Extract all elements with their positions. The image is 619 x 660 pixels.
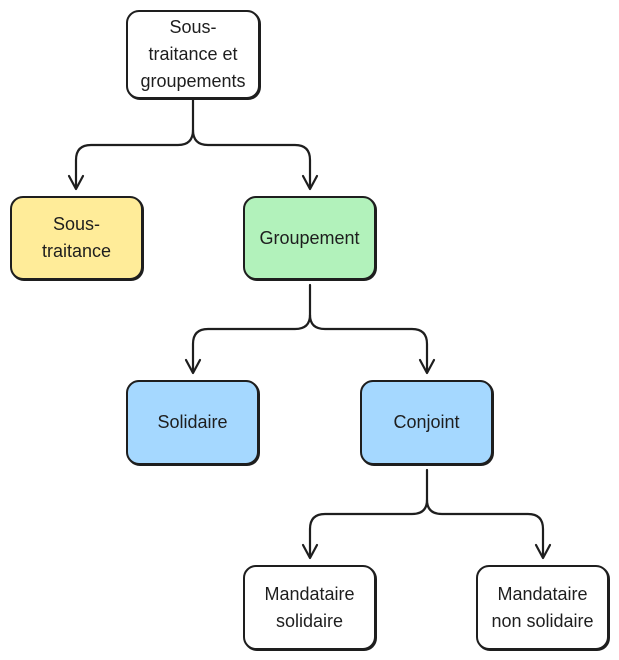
node-conjoint: Conjoint: [360, 380, 493, 465]
arrowhead-solidaire: [184, 358, 202, 375]
node-mandataire-solidaire-label: Mandataire solidaire: [264, 583, 355, 631]
node-root-label: Sous- traitance et groupements: [140, 17, 246, 91]
node-root: Sous- traitance et groupements: [126, 10, 260, 99]
node-sous-traitance-label: Sous- traitance: [41, 214, 112, 261]
edge-root-branch: [74, 97, 195, 190]
node-sous-traitance: Sous- traitance: [10, 196, 143, 280]
edge-groupement-branch: [191, 283, 312, 374]
arrowhead-mandataire-non-solidaire: [534, 543, 552, 560]
node-mandataire-solidaire: Mandataire solidaire: [243, 565, 376, 650]
node-mandataire-non-solidaire: Mandataire non solidaire: [476, 565, 609, 650]
node-conjoint-label: Conjoint: [393, 412, 460, 432]
arrowhead-conjoint: [418, 358, 436, 375]
edge-groupement-branch-right: [308, 313, 429, 374]
node-groupement: Groupement: [243, 196, 376, 280]
edge-root-branch-right: [191, 128, 312, 190]
arrowhead-groupement: [301, 174, 319, 191]
edge-conjoint-branch: [308, 468, 429, 559]
edge-conjoint-branch-right: [425, 498, 545, 559]
arrowhead-mandataire-solidaire: [301, 543, 319, 560]
node-solidaire: Solidaire: [126, 380, 259, 465]
node-solidaire-label: Solidaire: [157, 412, 228, 432]
arrowhead-sous-traitance: [67, 174, 85, 191]
node-mandataire-non-solidaire-label: Mandataire non solidaire: [491, 583, 594, 631]
node-groupement-label: Groupement: [259, 227, 360, 248]
